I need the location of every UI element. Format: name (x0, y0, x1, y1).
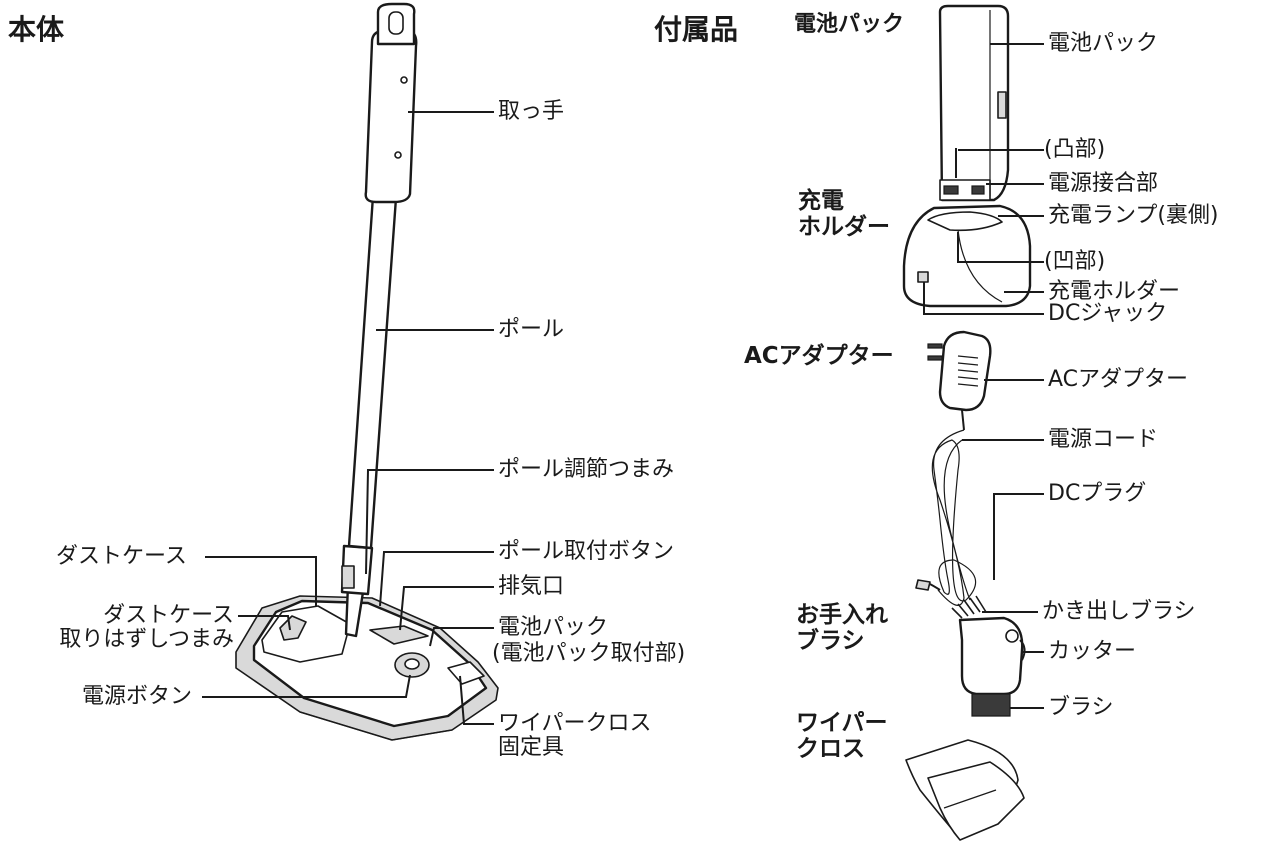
handle-screw-bottom (394, 151, 402, 159)
heading-battery-pack: 電池パック (794, 12, 905, 37)
leader-exhaust (399, 586, 494, 631)
label-handle: 取っ手 (498, 99, 565, 124)
cutter-hook (1019, 639, 1026, 661)
dc-jack (917, 271, 929, 283)
label-pole-mount-button: ポール取付ボタン (498, 539, 675, 564)
label-power-button: 電源ボタン (82, 684, 193, 709)
battery-pack-drawing (938, 4, 1010, 202)
label-cutter: カッター (1048, 639, 1137, 664)
leader-dc-plug (993, 493, 1044, 580)
handle-screw-top (400, 76, 408, 84)
cutter (1005, 629, 1019, 643)
heading-care-brush-line1: お手入れ (796, 602, 888, 628)
wiper-cloth-fixture (447, 661, 485, 685)
leader-concave (957, 232, 1044, 263)
label-battery-pack-accessory: 電池パック (1048, 31, 1159, 56)
dc-plug-tip (915, 579, 931, 591)
pole-adjust-knob (341, 565, 355, 589)
accessory-leaders (923, 43, 1044, 709)
adapter-cord-neck (961, 409, 965, 431)
leader-dc-jack (923, 282, 1044, 315)
wiper-cloth-fold (943, 789, 997, 809)
charge-holder-body (902, 204, 1032, 308)
label-ac-adapter: ACアダプター (1048, 367, 1189, 392)
label-battery-pack-mount: (電池パック取付部) (492, 641, 686, 666)
main-unit-leaders (202, 111, 494, 725)
label-concave: (凹部) (1044, 249, 1106, 274)
heading-wiper-cloth: ワイパー クロス (796, 710, 888, 762)
leader-dust-case-release (238, 615, 291, 631)
label-power-contact: 電源接合部 (1048, 171, 1159, 196)
wiper-cloth-front (927, 761, 1025, 841)
heading-care-brush: お手入れ ブラシ (796, 602, 888, 654)
label-dust-case-release-line2: 取りはずしつまみ (59, 627, 234, 652)
heading-main-unit: 本体 (8, 13, 65, 46)
battery-pack-latch (997, 91, 1007, 119)
adapter-vents (957, 355, 979, 387)
label-scraping-brush: かき出しブラシ (1042, 599, 1196, 624)
heading-charge-holder-line1: 充電 (798, 188, 844, 214)
leader-wiper-cloth-fixture (459, 675, 494, 725)
label-brush: ブラシ (1048, 695, 1114, 720)
charge-holder-drawing (902, 204, 1032, 308)
battery-contact-pin-b (971, 185, 985, 195)
label-dust-case: ダストケース (56, 544, 187, 569)
heading-care-brush-line2: ブラシ (796, 628, 865, 654)
label-battery-pack-main: 電池パック (498, 615, 609, 640)
leader-pole-adjust-knob (365, 469, 494, 575)
base-edge-line (299, 711, 453, 741)
wiper-cloth-drawing (905, 739, 1025, 841)
pole-shaft (347, 194, 398, 550)
heading-charge-holder: 充電 ホルダー (798, 188, 890, 240)
main-unit-drawing (235, 2, 499, 741)
battery-contact-pin-a (943, 185, 959, 195)
label-dc-jack: DCジャック (1048, 301, 1168, 326)
dust-case-release-knob (279, 615, 307, 641)
leader-pole-mount-button (379, 551, 494, 607)
leader-battery-pack-mount (429, 627, 494, 647)
handle-grip (364, 28, 418, 204)
charge-holder-top-slot (927, 211, 1003, 232)
heading-accessories: 付属品 (654, 13, 739, 46)
label-charge-holder: 充電ホルダー (1048, 279, 1181, 304)
label-power-cord: 電源コード (1048, 427, 1159, 452)
label-pole: ポール (498, 317, 565, 342)
label-convex: (凸部) (1044, 137, 1106, 162)
label-pole-adjust-knob: ポール調節つまみ (498, 457, 675, 482)
label-dust-case-release-line1: ダストケース (103, 603, 234, 628)
label-dc-plug: DCプラグ (1048, 481, 1147, 506)
leader-dust-case (205, 556, 317, 606)
label-wiper-cloth-fixture-line2: 固定具 (498, 735, 565, 760)
label-dust-case-release-knob: ダストケース 取りはずしつまみ (10, 604, 234, 652)
charge-holder-curve (957, 229, 1003, 303)
ac-adapter-drawing (915, 330, 992, 606)
scraping-brush-teeth (951, 595, 987, 619)
heading-wiper-cloth-line2: クロス (796, 736, 865, 762)
label-wiper-cloth-fixture-line1: ワイパークロス (498, 711, 652, 736)
adapter-prong-a (927, 343, 943, 349)
heading-charge-holder-line2: ホルダー (798, 214, 890, 240)
dust-case-body (261, 605, 351, 663)
heading-wiper-cloth-line1: ワイパー (796, 710, 888, 736)
battery-power-contact (939, 179, 991, 201)
label-wiper-cloth-fixture: ワイパークロス 固定具 (498, 712, 652, 760)
adapter-prong-b (927, 355, 943, 361)
exhaust-vent (369, 625, 429, 645)
label-exhaust: 排気口 (498, 574, 565, 599)
leader-power-button (202, 674, 411, 698)
brush-bristles (971, 693, 1011, 717)
power-button-center (404, 658, 420, 670)
label-charge-lamp: 充電ランプ(裏側) (1048, 203, 1219, 228)
handle-hole (388, 11, 404, 35)
power-cord-coil (931, 429, 977, 606)
heading-ac-adapter: ACアダプター (744, 343, 894, 369)
care-brush-drawing (951, 595, 1026, 717)
